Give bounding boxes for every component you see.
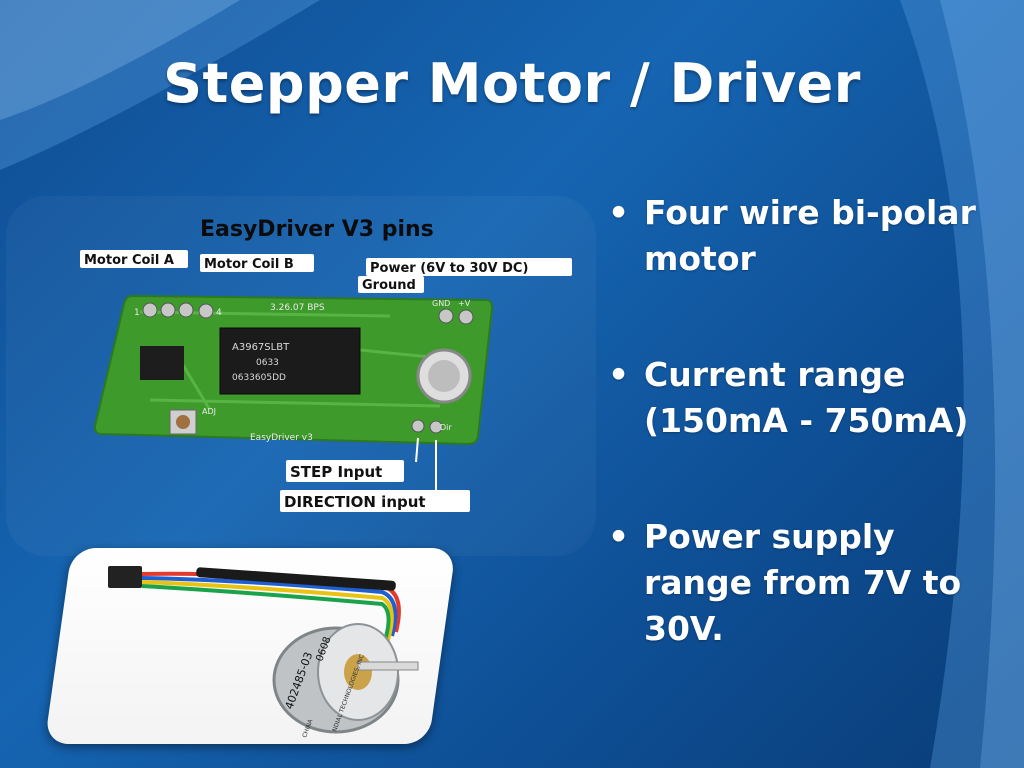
silk-chip-code1: 0633 [256, 358, 279, 368]
bullet-item: • Current range (150mA - 750mA) [604, 352, 1004, 444]
silk-adj: ADJ [202, 407, 216, 416]
bullet-dot-icon: • [608, 517, 630, 556]
bullet-dot-icon: • [608, 193, 630, 232]
slide-title: Stepper Motor / Driver [163, 52, 861, 115]
silk-plus: +V [458, 299, 471, 308]
board-heading: EasyDriver V3 pins [200, 217, 434, 242]
label-ground: Ground [362, 278, 416, 293]
label-motor-coil-b: Motor Coil B [204, 257, 294, 272]
bullet-item: • Power supply range from 7V to 30V. [604, 514, 1004, 652]
bullet-list: • Four wire bi-polar motor • Current range… [604, 190, 1004, 722]
bullet-item: • Four wire bi-polar motor [604, 190, 1004, 282]
silk-pin1: 1 [134, 308, 140, 318]
easydriver-board-image: EasyDriver V3 pins Motor Coil A Motor Co… [80, 217, 572, 512]
silk-dir: Dir [440, 423, 452, 432]
bullet-text: Four wire bi-polar motor [644, 193, 976, 278]
silk-pin4: 4 [216, 308, 222, 318]
label-direction-input: DIRECTION input [284, 493, 426, 511]
label-step-input: STEP Input [290, 463, 382, 481]
label-power: Power (6V to 30V DC) [370, 261, 528, 276]
stepper-motor-image: 402485-03 0608 CHINA NDIAL TECHNOLOGIES,… [108, 566, 419, 739]
silk-gnd: GND [432, 299, 450, 308]
silk-board-name: EasyDriver v3 [250, 433, 313, 443]
bullet-dot-icon: • [608, 355, 630, 394]
silk-date: 3.26.07 BPS [270, 303, 325, 313]
silk-chip: A3967SLBT [232, 342, 290, 353]
bullet-text: Current range (150mA - 750mA) [644, 355, 969, 440]
bullet-text: Power supply range from 7V to 30V. [644, 517, 962, 648]
silk-chip-code2: 0633605DD [232, 373, 286, 383]
label-motor-coil-a: Motor Coil A [84, 253, 174, 268]
